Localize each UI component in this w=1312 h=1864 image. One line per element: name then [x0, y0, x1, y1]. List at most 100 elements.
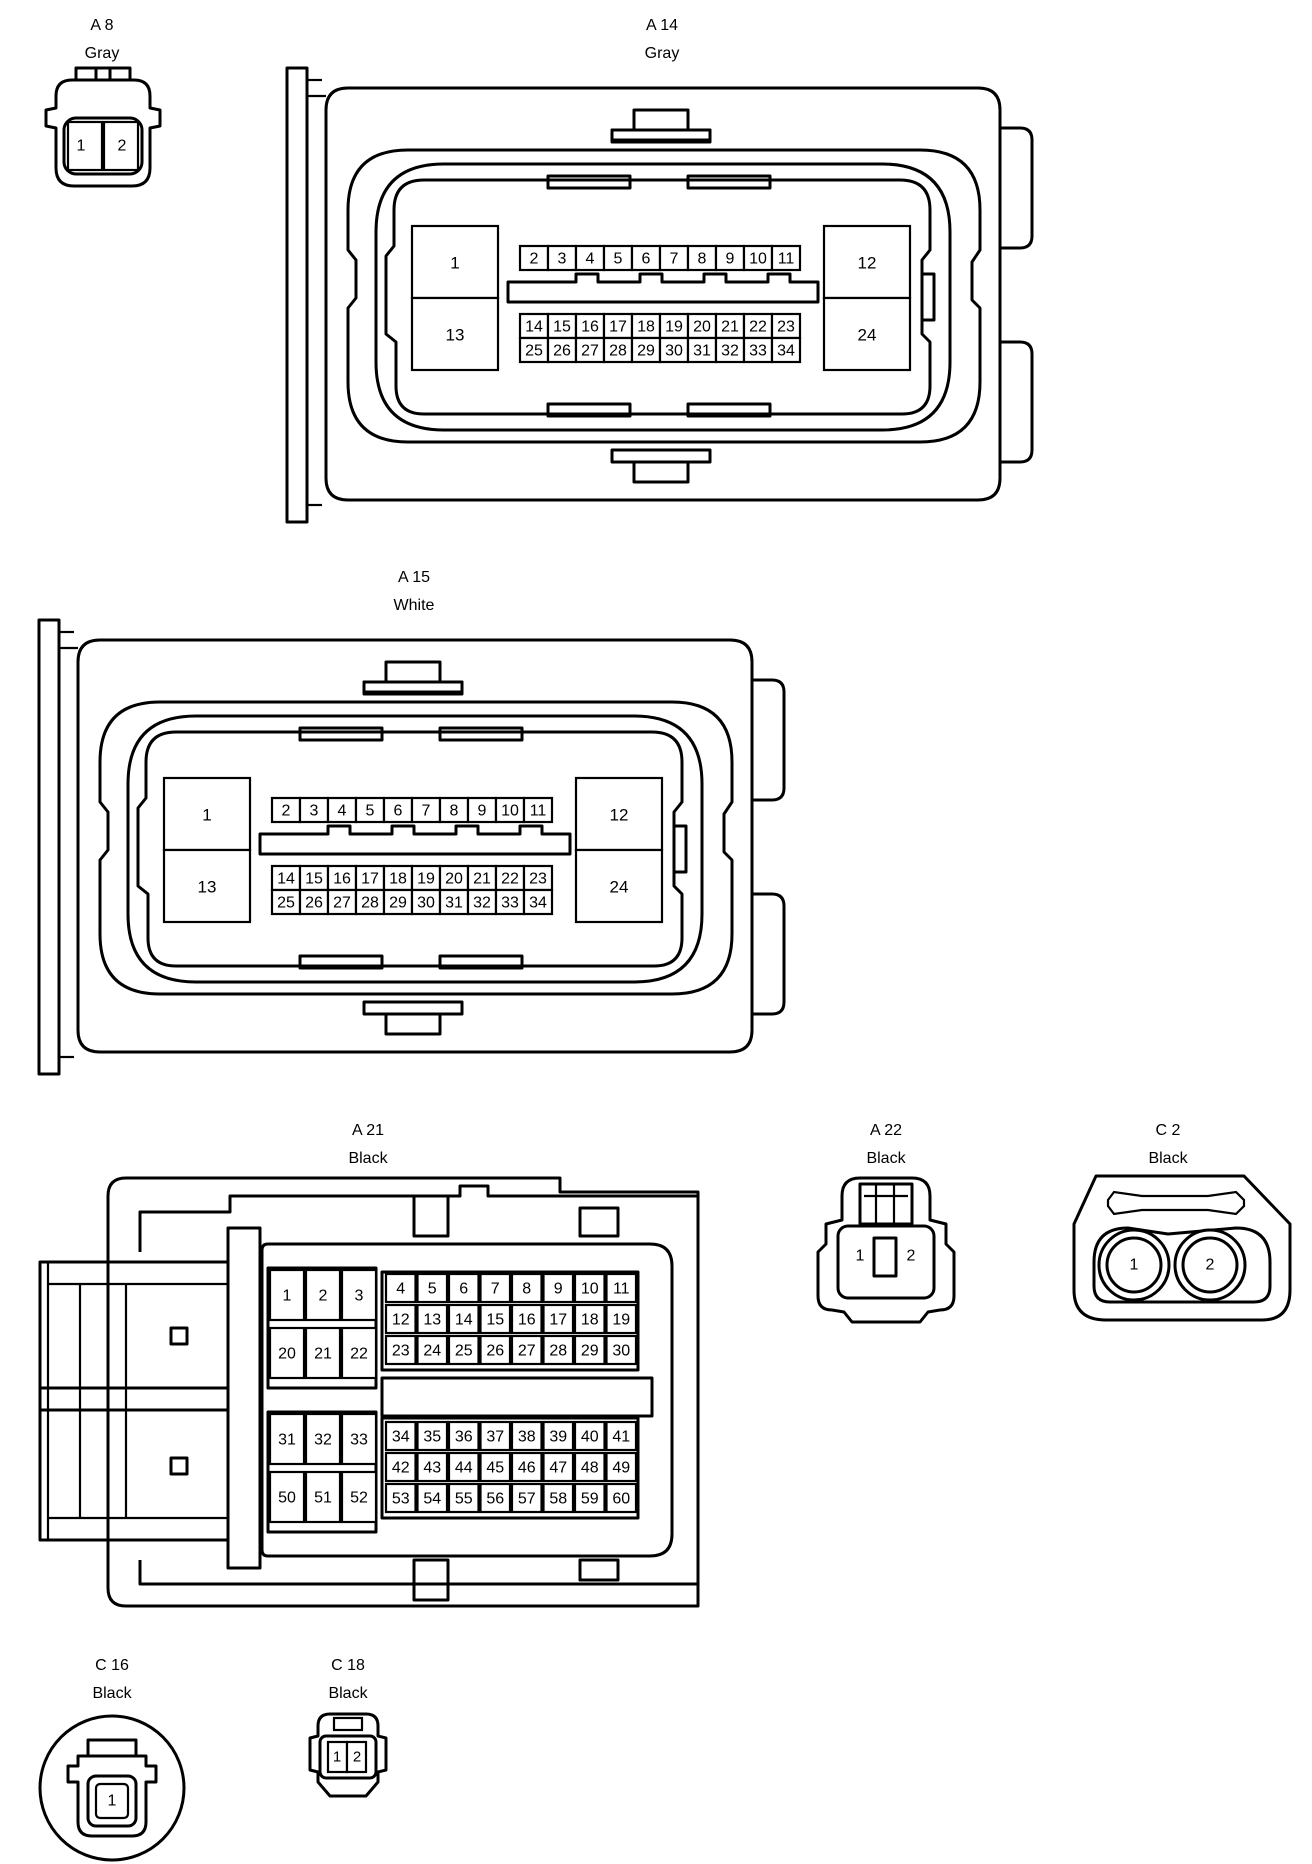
pin-cell — [384, 1451, 417, 1483]
pin-cell — [574, 848, 664, 924]
pin-cell — [340, 1268, 378, 1322]
pin-cell — [573, 1420, 606, 1452]
pin-label: 39 — [549, 1429, 567, 1446]
pin-cell — [742, 336, 774, 364]
pin-cell — [770, 312, 802, 340]
pin-label: 21 — [314, 1346, 332, 1363]
pin-cell — [268, 1268, 306, 1322]
pin-cell — [573, 1303, 606, 1335]
pin-label: 33 — [501, 895, 519, 912]
pin-cell — [382, 864, 414, 892]
pin-label: 6 — [394, 803, 403, 820]
pin-cell — [416, 1334, 449, 1366]
pin-cell — [686, 312, 718, 340]
pin-cell — [510, 1420, 543, 1452]
pin-label: 25 — [277, 895, 295, 912]
pin-label: 16 — [518, 1312, 536, 1329]
pin-cell — [268, 1412, 306, 1466]
pin-label: 51 — [314, 1490, 332, 1507]
pin-label: 1 — [283, 1288, 292, 1305]
connector-a15-color: White — [394, 597, 435, 614]
connector-c16: C 16 Black 1 — [38, 1657, 186, 1862]
pin-label: 34 — [392, 1429, 410, 1446]
pin-label: 46 — [518, 1460, 536, 1477]
pin-cell — [573, 1451, 606, 1483]
pin-cell — [822, 296, 912, 372]
pin-cell — [510, 1451, 543, 1483]
connector-a21-color: Black — [348, 1150, 388, 1167]
pin-cell — [416, 1451, 449, 1483]
pin-label: 43 — [423, 1460, 441, 1477]
pin-cell — [340, 1470, 378, 1524]
pin-label: 31 — [278, 1432, 296, 1449]
pin-label: 9 — [478, 803, 487, 820]
pin-label: 30 — [665, 343, 683, 360]
pin-label: 1 — [333, 1749, 341, 1766]
pin-cell — [340, 1412, 378, 1466]
pin-label: 50 — [278, 1490, 296, 1507]
pin-cell — [573, 1482, 606, 1514]
pin-cell — [510, 1482, 543, 1514]
pin-cell — [542, 1272, 575, 1304]
pin-label: 29 — [389, 895, 407, 912]
pin-label: 16 — [333, 871, 351, 888]
connector-a22-id: A 22 — [870, 1122, 902, 1139]
connector-a8-id: A 8 — [90, 17, 113, 34]
pin-label: 13 — [423, 1312, 441, 1329]
pin-cell — [268, 1470, 306, 1524]
pin-label: 25 — [455, 1343, 473, 1360]
pin-label: 17 — [361, 871, 379, 888]
pin-cell — [542, 1420, 575, 1452]
pin-cell — [447, 1272, 480, 1304]
pin-label: 13 — [446, 326, 465, 345]
pin-label: 24 — [858, 326, 877, 345]
pin-cell — [574, 244, 606, 272]
pin-cell — [546, 336, 578, 364]
pin-label: 44 — [455, 1460, 473, 1477]
pin-cell — [304, 1412, 342, 1466]
pin-label: 42 — [392, 1460, 410, 1477]
connector-a22-color: Black — [866, 1150, 906, 1167]
pin-cell — [438, 864, 470, 892]
pin-label: 40 — [581, 1429, 599, 1446]
pin-label: 15 — [305, 871, 323, 888]
pin-cell — [770, 244, 802, 272]
pin-cell — [630, 244, 662, 272]
pin-cell — [354, 888, 386, 916]
pin-cell — [162, 848, 252, 924]
pin-cell — [542, 1303, 575, 1335]
pin-label: 28 — [549, 1343, 567, 1360]
pin-label: 53 — [392, 1491, 410, 1508]
pin-cell — [602, 244, 634, 272]
pin-label: 26 — [305, 895, 323, 912]
pin-label: 1 — [77, 138, 86, 155]
pin-label: 17 — [549, 1312, 567, 1329]
pin-label: 17 — [609, 319, 627, 336]
pin-label: 33 — [350, 1432, 368, 1449]
pin-cell — [605, 1272, 638, 1304]
pin-label: 5 — [614, 251, 623, 268]
pin-label: 20 — [445, 871, 463, 888]
pin-label: 9 — [726, 251, 735, 268]
pin-cell — [822, 224, 912, 300]
pin-label: 54 — [423, 1491, 441, 1508]
pin-label: 49 — [612, 1460, 630, 1477]
pin-cell — [510, 1303, 543, 1335]
pin-cell — [542, 1334, 575, 1366]
pin-label: 6 — [642, 251, 651, 268]
pin-cell — [479, 1420, 512, 1452]
pin-cell — [410, 296, 500, 372]
pin-cell — [605, 1303, 638, 1335]
pin-label: 15 — [486, 1312, 504, 1329]
pin-cell — [605, 1420, 638, 1452]
connector-c2-id: C 2 — [1156, 1122, 1181, 1139]
pin-label: 19 — [417, 871, 435, 888]
pin-cell — [479, 1334, 512, 1366]
pin-label: 47 — [549, 1460, 567, 1477]
pin-cell — [494, 796, 526, 824]
connector-c18-id: C 18 — [331, 1657, 365, 1674]
pin-label: 23 — [529, 871, 547, 888]
pin-cell — [770, 336, 802, 364]
